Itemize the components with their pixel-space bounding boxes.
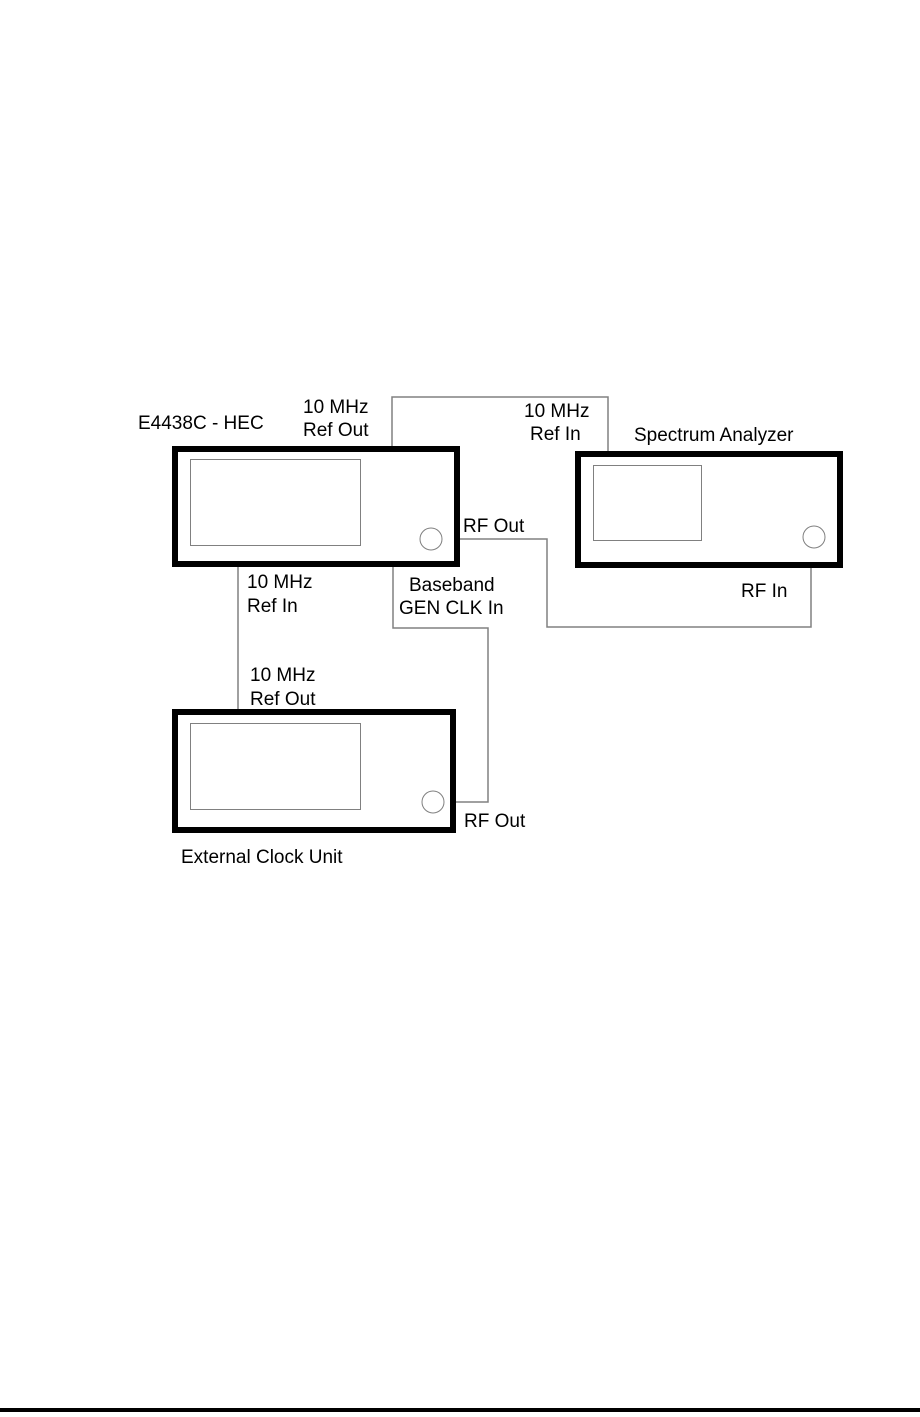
label-rf-out-generator: RF Out xyxy=(463,516,525,537)
label-rf-in-analyzer: RF In xyxy=(741,581,788,602)
connection-wires-layer xyxy=(237,396,812,803)
instrument-display-external-clock-unit xyxy=(190,723,361,810)
instrument-display-signal-generator xyxy=(190,459,361,546)
label-ref-out-clock-2: Ref Out xyxy=(250,689,316,710)
instrument-external-clock-unit xyxy=(172,709,456,833)
instrument-signal-generator xyxy=(172,446,460,567)
connector-port-spectrum-analyzer[interactable] xyxy=(802,525,826,549)
label-spectrum-analyzer: Spectrum Analyzer xyxy=(634,425,794,446)
wire-baseband-to-clock-rf-out xyxy=(392,567,489,803)
label-ref-out-top-2: Ref Out xyxy=(303,420,369,441)
label-baseband-gen-clk-2: GEN CLK In xyxy=(399,598,504,619)
footer-rule xyxy=(0,1408,920,1412)
label-signal-generator: E4438C - HEC xyxy=(138,413,264,434)
label-ref-in-analyzer: 10 MHz xyxy=(524,401,590,422)
wire-ref-out-to-analyzer-ref-in xyxy=(391,396,609,451)
label-ref-in-analyzer-2: Ref In xyxy=(530,424,581,445)
instrument-body-signal-generator[interactable] xyxy=(172,446,460,567)
instruments-layer xyxy=(172,446,843,833)
label-external-clock-unit: External Clock Unit xyxy=(181,847,343,868)
label-ref-in-generator: 10 MHz xyxy=(247,572,313,593)
connector-port-signal-generator[interactable] xyxy=(419,527,443,551)
instrument-spectrum-analyzer xyxy=(575,451,843,568)
instrument-display-spectrum-analyzer xyxy=(593,465,702,541)
instrument-body-spectrum-analyzer[interactable] xyxy=(575,451,843,568)
wire-rf-out-to-analyzer-rf-in xyxy=(442,538,812,628)
label-baseband-gen-clk: Baseband xyxy=(409,575,495,596)
label-rf-out-clock: RF Out xyxy=(464,811,526,832)
connector-port-external-clock-unit[interactable] xyxy=(421,790,445,814)
label-ref-in-generator-2: Ref In xyxy=(247,596,298,617)
label-ref-out-clock: 10 MHz xyxy=(250,665,316,686)
label-ref-out-top: 10 MHz xyxy=(303,397,369,418)
instrument-body-external-clock-unit[interactable] xyxy=(172,709,456,833)
